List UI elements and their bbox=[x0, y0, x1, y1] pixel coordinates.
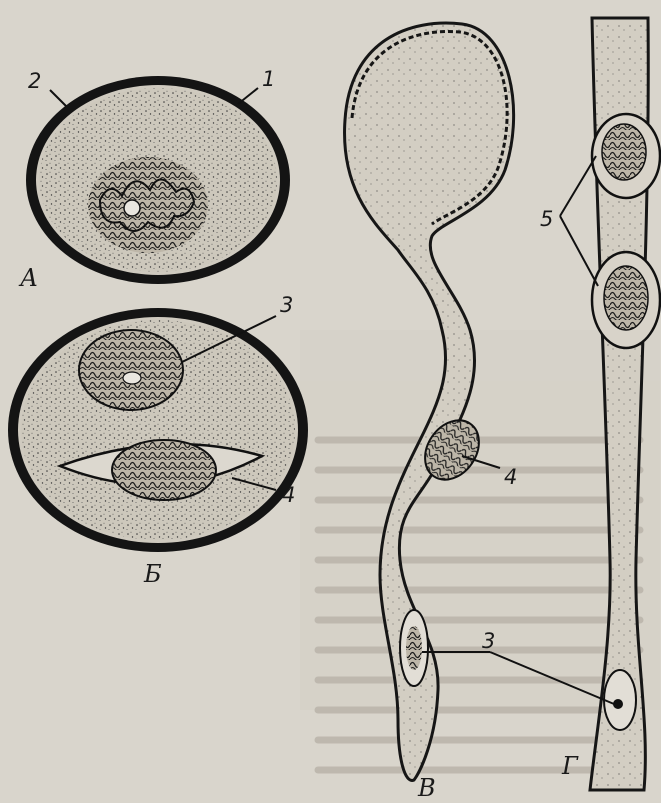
label-4-b: 4 bbox=[282, 483, 295, 507]
label-2: 2 bbox=[28, 69, 41, 93]
panel-label-a: А bbox=[18, 264, 38, 292]
sperm-cell-lower bbox=[592, 252, 660, 348]
label-3-vg: 3 bbox=[482, 629, 495, 653]
label-4-v: 4 bbox=[504, 465, 517, 489]
pollen-grain-a bbox=[26, 76, 290, 284]
panel-label-g: Г bbox=[561, 752, 579, 780]
label-5: 5 bbox=[540, 207, 553, 231]
sperm-cell-upper bbox=[592, 114, 660, 198]
panel-label-v: В bbox=[417, 774, 436, 802]
label-3-b: 3 bbox=[280, 293, 293, 317]
tube-nucleus-g bbox=[604, 670, 636, 730]
pollen-grain-b bbox=[8, 308, 308, 552]
vegetative-nucleus-b bbox=[79, 330, 183, 410]
nucleus-a bbox=[88, 157, 208, 253]
label-1: 1 bbox=[262, 67, 275, 91]
panel-label-b: Б bbox=[143, 560, 162, 588]
